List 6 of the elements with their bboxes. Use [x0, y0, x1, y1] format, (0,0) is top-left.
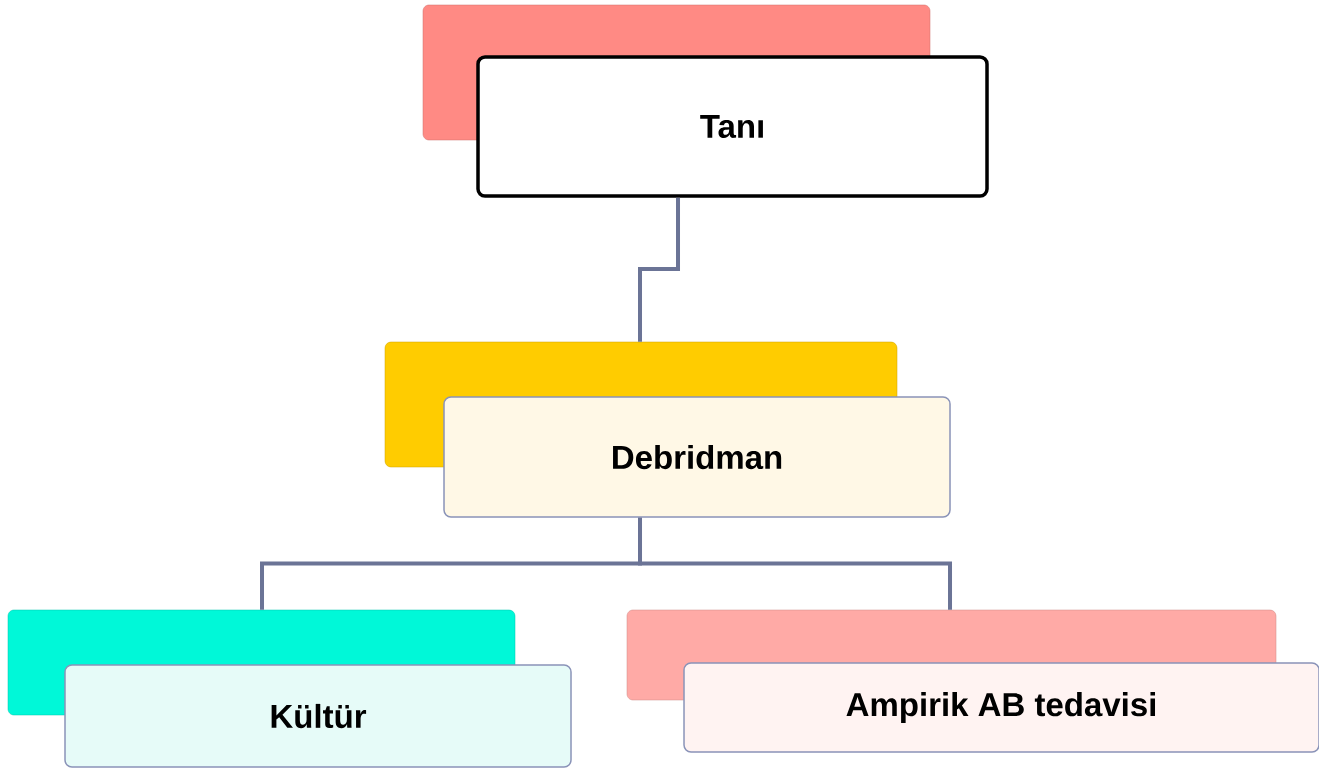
process-box: Tanı: [422, 4, 989, 198]
process-box: Debridman: [384, 341, 951, 518]
connector: [638, 197, 680, 342]
connector: [638, 517, 952, 610]
process-box: Ampirik AB tedavisi: [626, 609, 1319, 753]
process-box: Kültür: [7, 609, 572, 768]
